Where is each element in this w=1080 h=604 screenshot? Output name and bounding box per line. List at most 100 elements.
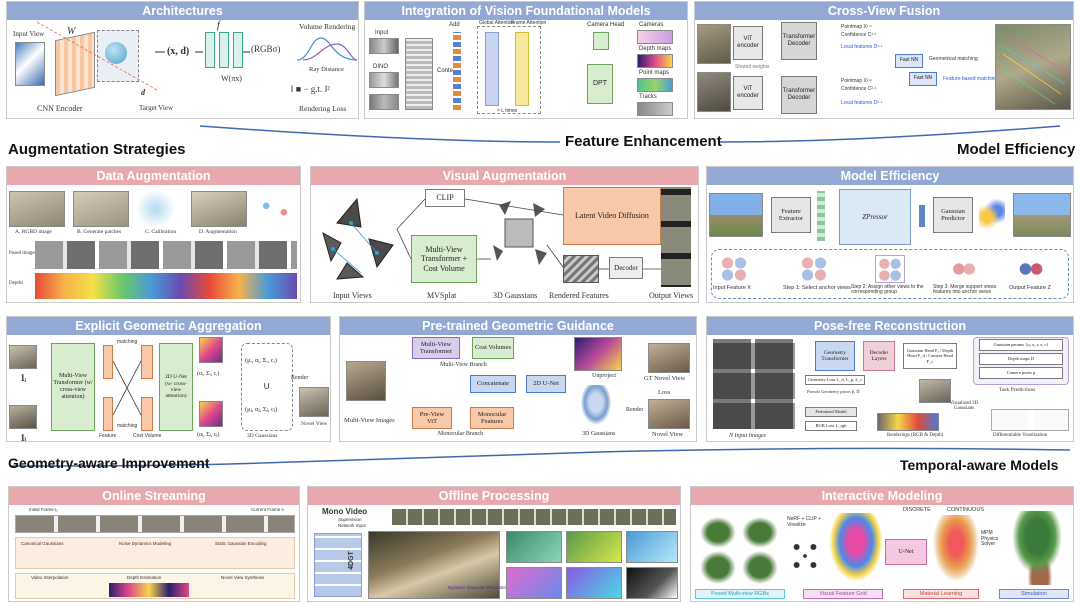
offline-processing-panel: Offline Processing Mono Video Supervisio… [307, 486, 681, 602]
dpt-label: DPT [593, 79, 607, 87]
pseudo-geometry-label: Pseudo Geometry priors p̂, D̂ [807, 389, 860, 394]
calibration-image [137, 191, 183, 227]
fast-nn-1: Fast NN [895, 54, 923, 68]
camera-head-box [593, 32, 609, 50]
dots-step3 [951, 257, 977, 281]
temporal-aware-label: Temporal-aware Models [900, 457, 1059, 473]
multi-view-images-label: Multi-View Images [344, 417, 395, 424]
dino-label: DINO [373, 64, 388, 70]
feature-bar-2 [103, 397, 113, 431]
online-streaming-body: Initial Frame I₀ Current Frame Iₜ Canoni… [9, 505, 299, 601]
streaming-process-band [15, 537, 295, 569]
gaussian-params-box: Gaussian params {μ, σ, r, s, c} [979, 339, 1063, 351]
unproject-label: Unproject [592, 373, 616, 379]
add-label: Add [449, 22, 460, 28]
gt-novel-view-image [648, 343, 690, 373]
output-render-2 [566, 531, 622, 563]
offline-processing-title: Offline Processing [308, 487, 680, 505]
offline-processing-body: Mono Video Supervision Network Input 4DG… [308, 505, 680, 601]
ray-distance-label: Ray Distance [309, 66, 344, 73]
input-image-2 [369, 72, 399, 88]
dynamic-recon-label: Dynamic Gaussian Reconstruction [448, 585, 518, 590]
visual-aug-arrows [396, 198, 661, 270]
pre-view-vit-box: Pre-View ViT [412, 407, 452, 429]
heatmap-1 [199, 337, 223, 363]
rendered-features-label: Rendered Features [549, 291, 609, 300]
output-feature-label: Output Feature Z [1009, 285, 1051, 291]
multi-view-branch-label: Multi-View Branch [440, 362, 487, 368]
augmentation-sparkles [253, 193, 297, 225]
supervision-label: Supervision [338, 517, 362, 522]
confidence-2-label: Confidence C²·¹ [841, 86, 877, 92]
posed-images-label: Posed images [9, 251, 37, 256]
continuous-label: CONTINUOUS [947, 507, 984, 513]
feature-extractor-box: Feature Extractor [771, 197, 811, 233]
step4-tag: Simulation [999, 589, 1069, 599]
target-sphere [105, 42, 127, 64]
n-input-images-label: N Input Images [729, 433, 766, 439]
gaussians-3d-cluster [493, 201, 547, 265]
output-render-5 [566, 567, 622, 599]
input-feature-label: Input Feature X [713, 285, 751, 291]
rgbsigma-label: (RGBσ) [251, 44, 281, 54]
pgg-unet-box: 2D U-Net [526, 375, 566, 393]
voxel-grids [991, 409, 1069, 431]
cost-volume-2 [141, 397, 153, 431]
heatmap-2 [199, 401, 223, 427]
egm-novel-view [299, 387, 329, 417]
depth-maps-box: Depth maps D [979, 353, 1063, 365]
dots-output [1017, 259, 1045, 279]
data-augmentation-body: A. RGBD image B. Generate patches C. Cal… [7, 185, 300, 302]
attention-group [477, 26, 541, 114]
cross-view-body: ViT encoder ViT encoder Shared weights T… [695, 20, 1073, 118]
cost-volume-label: Cost Volume [133, 433, 162, 439]
pretrained-guidance-body: Multi-View Images Multi-View Transformer… [340, 335, 696, 441]
transformer-decoder-1: Transformer Decoder [781, 22, 817, 60]
video-interpolation-label: Video Interpolation [31, 575, 69, 580]
target-view-label: Target View [139, 104, 174, 112]
efficiency-output-image [1013, 193, 1071, 237]
fast-nn-2: Fast NN [909, 72, 937, 86]
point-maps-label: Point maps [639, 70, 670, 76]
patch-grid [405, 38, 433, 110]
camera-head-label: Camera Head [587, 22, 625, 28]
dots-step2 [875, 255, 905, 283]
volume-rendering-label: Volume Rendering [299, 22, 356, 31]
step2-tag: Visual Feature Grid [803, 589, 883, 599]
step2-label: Step 2: Assign other views to the corres… [851, 284, 924, 296]
renderings-label: Renderings (RGB & Depth) [887, 433, 944, 438]
data-augmentation-panel: Data Augmentation A. RGBD image B. Gener… [6, 166, 301, 303]
pose-free-body: N Input Images Geometry Transformer Deco… [707, 335, 1073, 441]
discrete-label: DISCRETE [903, 507, 931, 513]
image-j [9, 405, 37, 429]
depths-label: Depths [9, 281, 24, 286]
monocular-branch-label: Monocular Branch [438, 431, 484, 437]
label-a: A. RGBD image [15, 229, 52, 235]
interactive-modeling-body: NeRF + CLIP + Voxelize DISCRETE CONTINUO… [691, 505, 1073, 601]
explicit-geometric-panel: Explicit Geometric Aggregation Iᵢ Iⱼ Mul… [6, 316, 331, 442]
token-column-1 [453, 32, 461, 110]
step3-label: Step 3: Merge support views features int… [933, 284, 997, 296]
point-cloud-scene [368, 531, 500, 599]
feature-bar-1 [103, 345, 113, 379]
input-image-1 [369, 38, 399, 54]
point-maps-image [637, 78, 673, 92]
multi-view-images-stack [346, 361, 386, 401]
gt-novel-view-label: GT Novel View [644, 375, 686, 382]
shared-weights-label: Shared weights [735, 64, 770, 70]
depth-estimation-thumbs [109, 583, 189, 597]
static-gaussian-label: Static Gaussian Encoding [215, 541, 267, 546]
label-c: C. Calibration [145, 229, 177, 235]
visualized-3d-label: Visualized 3D Gaussians [949, 401, 979, 412]
rgb-loss-box: RGB Loss L_rgb [805, 421, 857, 431]
dots-step1 [801, 257, 827, 281]
depths-strip [35, 273, 297, 299]
tracks-image [637, 102, 673, 116]
output-render-3 [626, 531, 678, 563]
loss-formula: ‖ ■ − g.t. ‖² [291, 84, 330, 94]
novel-view-label: Novel View [652, 431, 684, 438]
gaussians-bracket [241, 343, 293, 431]
gauss-j-label: (μⱼ, αⱼ, Σⱼ, cⱼ) [245, 406, 278, 413]
model-efficiency-title: Model Efficiency [707, 167, 1073, 185]
rendering-curves [296, 37, 358, 61]
